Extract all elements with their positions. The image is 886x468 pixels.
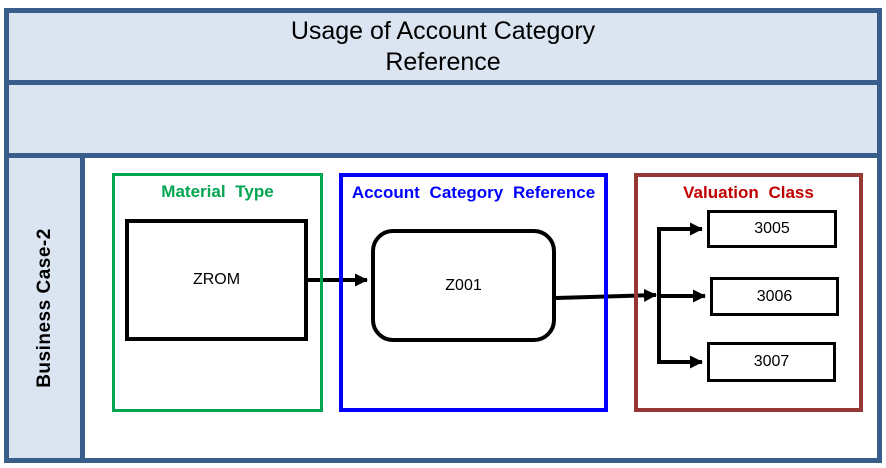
group-title-valuation-class: Valuation Class bbox=[683, 183, 814, 202]
group-title-account-category-reference: Account Category Reference bbox=[351, 183, 596, 202]
business-case-label: Business Case-2 bbox=[33, 228, 55, 388]
node-valuation-3007: 3007 bbox=[707, 342, 836, 382]
row-header-business-case: Business Case-2 bbox=[9, 158, 85, 458]
group-valuation-class: Valuation Class bbox=[634, 173, 863, 412]
group-material-type: Material Type bbox=[112, 173, 323, 412]
group-account-category-reference: Account Category Reference bbox=[339, 173, 608, 412]
page-title: Usage of Account Category Reference bbox=[291, 16, 595, 78]
page-title-line-2: Reference bbox=[385, 47, 501, 76]
node-z001: Z001 bbox=[371, 229, 556, 342]
content-row: Business Case-2 bbox=[9, 158, 877, 458]
node-valuation-3006: 3006 bbox=[710, 277, 839, 316]
connector-arrows bbox=[308, 222, 706, 369]
slide-frame: Usage of Account Category Reference Busi… bbox=[4, 8, 882, 463]
title-band: Usage of Account Category Reference bbox=[9, 13, 877, 85]
node-zrom: ZROM bbox=[125, 219, 308, 341]
page-title-line-1: Usage of Account Category bbox=[290, 16, 596, 45]
subtitle-band bbox=[9, 85, 877, 158]
group-title-material-type: Material Type bbox=[161, 182, 274, 201]
node-valuation-3005: 3005 bbox=[707, 210, 837, 248]
diagram-canvas: Material Type ZROM Account Category Refe… bbox=[85, 158, 877, 458]
